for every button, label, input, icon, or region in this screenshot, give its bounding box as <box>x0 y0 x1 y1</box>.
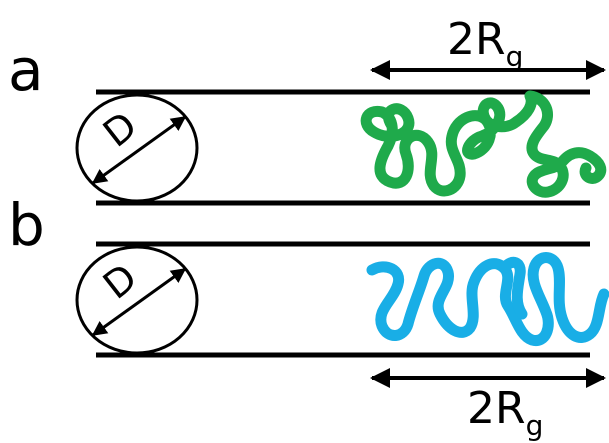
panel-b-diameter-label: D <box>95 255 145 308</box>
panel-b-label: b <box>8 191 45 259</box>
panel-a-particle: D <box>75 93 199 203</box>
panel-a-diameter-arrow <box>91 115 187 185</box>
panel-b-size-label: 2Rg <box>467 383 543 442</box>
panel-a: a 2Rg D <box>8 14 607 206</box>
panel-b: b D 2Rg <box>8 191 609 442</box>
panel-b-diameter-arrow <box>91 267 187 337</box>
panel-a-diameter-label: D <box>95 103 145 156</box>
panel-b-particle: D <box>75 245 199 355</box>
panel-a-size-label: 2Rg <box>447 14 523 73</box>
panel-b-polymer-chain-branch <box>498 256 528 320</box>
panel-a-polymer-chain <box>360 90 607 198</box>
panel-b-polymer-chain <box>366 252 609 346</box>
panel-a-label: a <box>8 36 44 104</box>
